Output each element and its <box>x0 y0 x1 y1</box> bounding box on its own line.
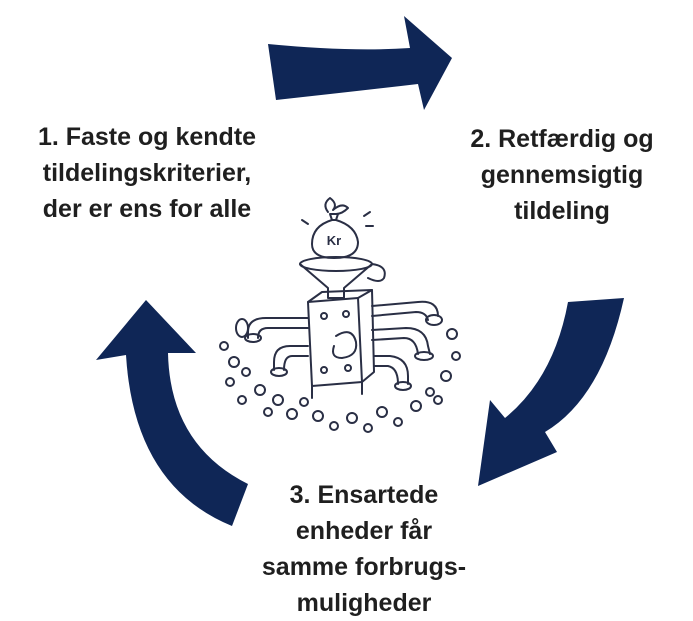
arrow-top <box>268 16 452 110</box>
coins <box>219 328 461 433</box>
money-machine-illustration: Kr <box>212 186 474 438</box>
step-1-line-1: 1. Faste og kendte <box>37 123 257 151</box>
step-3-label: 3. Ensartede enheder får samme forbrugs-… <box>246 477 482 621</box>
arrow-left <box>96 300 248 526</box>
step-3-line-2: enheder får <box>295 517 433 545</box>
machine-box <box>307 289 375 399</box>
funnel-icon <box>299 256 386 299</box>
step-2-line-2: gennemsigtig <box>480 161 644 189</box>
money-bag-icon: Kr <box>301 197 374 259</box>
money-machine-drawing: Kr <box>219 197 461 433</box>
step-3-line-3: samme forbrugs- <box>261 553 467 581</box>
step-3-line-4: muligheder <box>296 589 432 617</box>
step-1-label: 1. Faste og kendte tildelingskriterier, … <box>4 119 290 227</box>
step-2-line-1: 2. Retfærdig og <box>470 125 654 153</box>
bag-label: Kr <box>327 233 341 248</box>
cycle-arrows <box>96 16 624 526</box>
pipes <box>235 300 443 391</box>
step-2-label: 2. Retfærdig og gennemsigtig tildeling <box>442 121 682 229</box>
step-1-line-3: der er ens for alle <box>42 195 252 223</box>
step-1-line-2: tildelingskriterier, <box>42 159 252 187</box>
step-3-line-1: 3. Ensartede <box>289 481 439 509</box>
step-2-line-3: tildeling <box>514 197 610 225</box>
cycle-diagram: 1. Faste og kendte tildelingskriterier, … <box>4 16 682 617</box>
arrow-right <box>478 298 624 486</box>
